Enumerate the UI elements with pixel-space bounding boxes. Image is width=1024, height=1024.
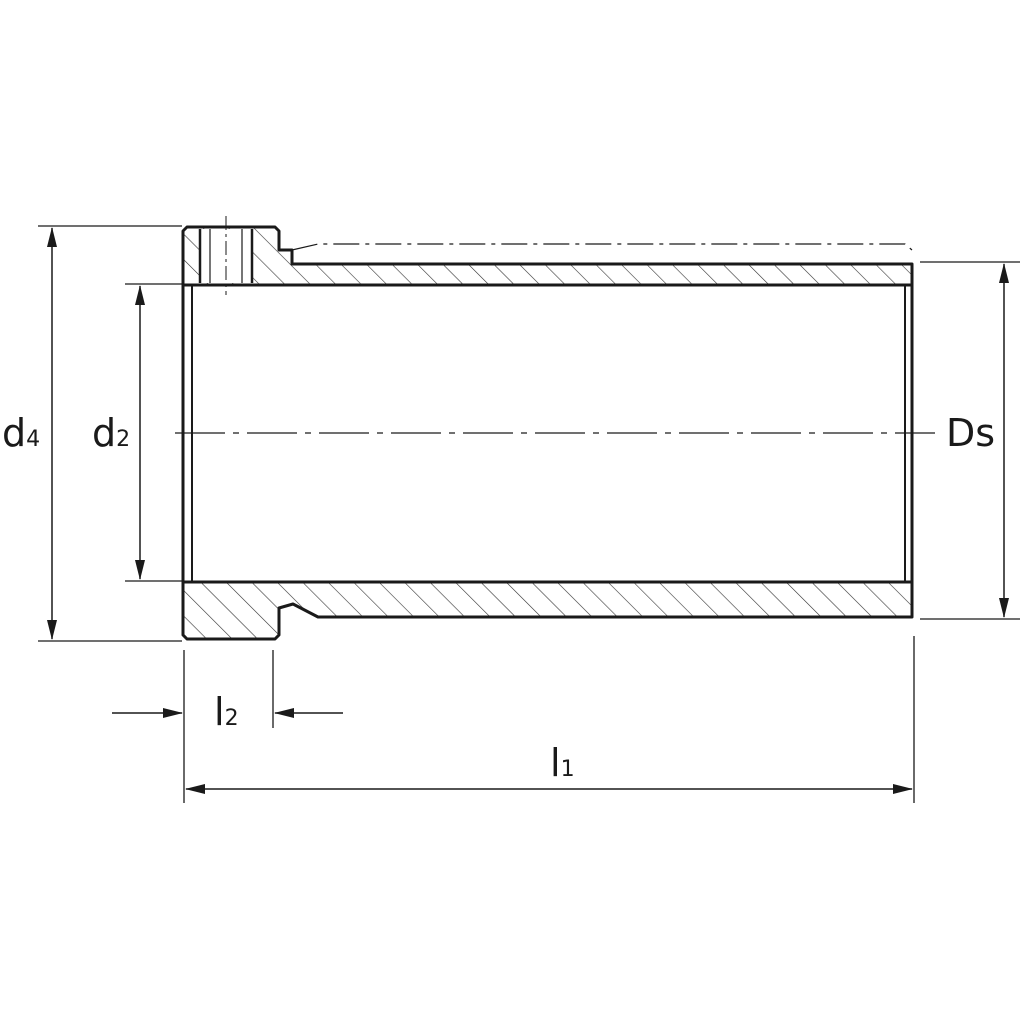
label-d2: d2: [92, 411, 130, 455]
label-ds: Ds: [946, 411, 995, 455]
extension-lines: [38, 225, 1020, 803]
top-wall-section: [181, 225, 914, 287]
dimension-lines: [47, 227, 1009, 794]
dimension-labels: d4 d2 Ds l2 l1: [0, 405, 998, 785]
label-l1: l1: [550, 741, 575, 785]
label-d4: d4: [2, 411, 40, 455]
bottom-wall-section: [181, 580, 914, 641]
label-l2: l2: [214, 690, 239, 734]
phantom-outer-contour: [291, 243, 913, 251]
threaded-hole: [198, 216, 254, 295]
